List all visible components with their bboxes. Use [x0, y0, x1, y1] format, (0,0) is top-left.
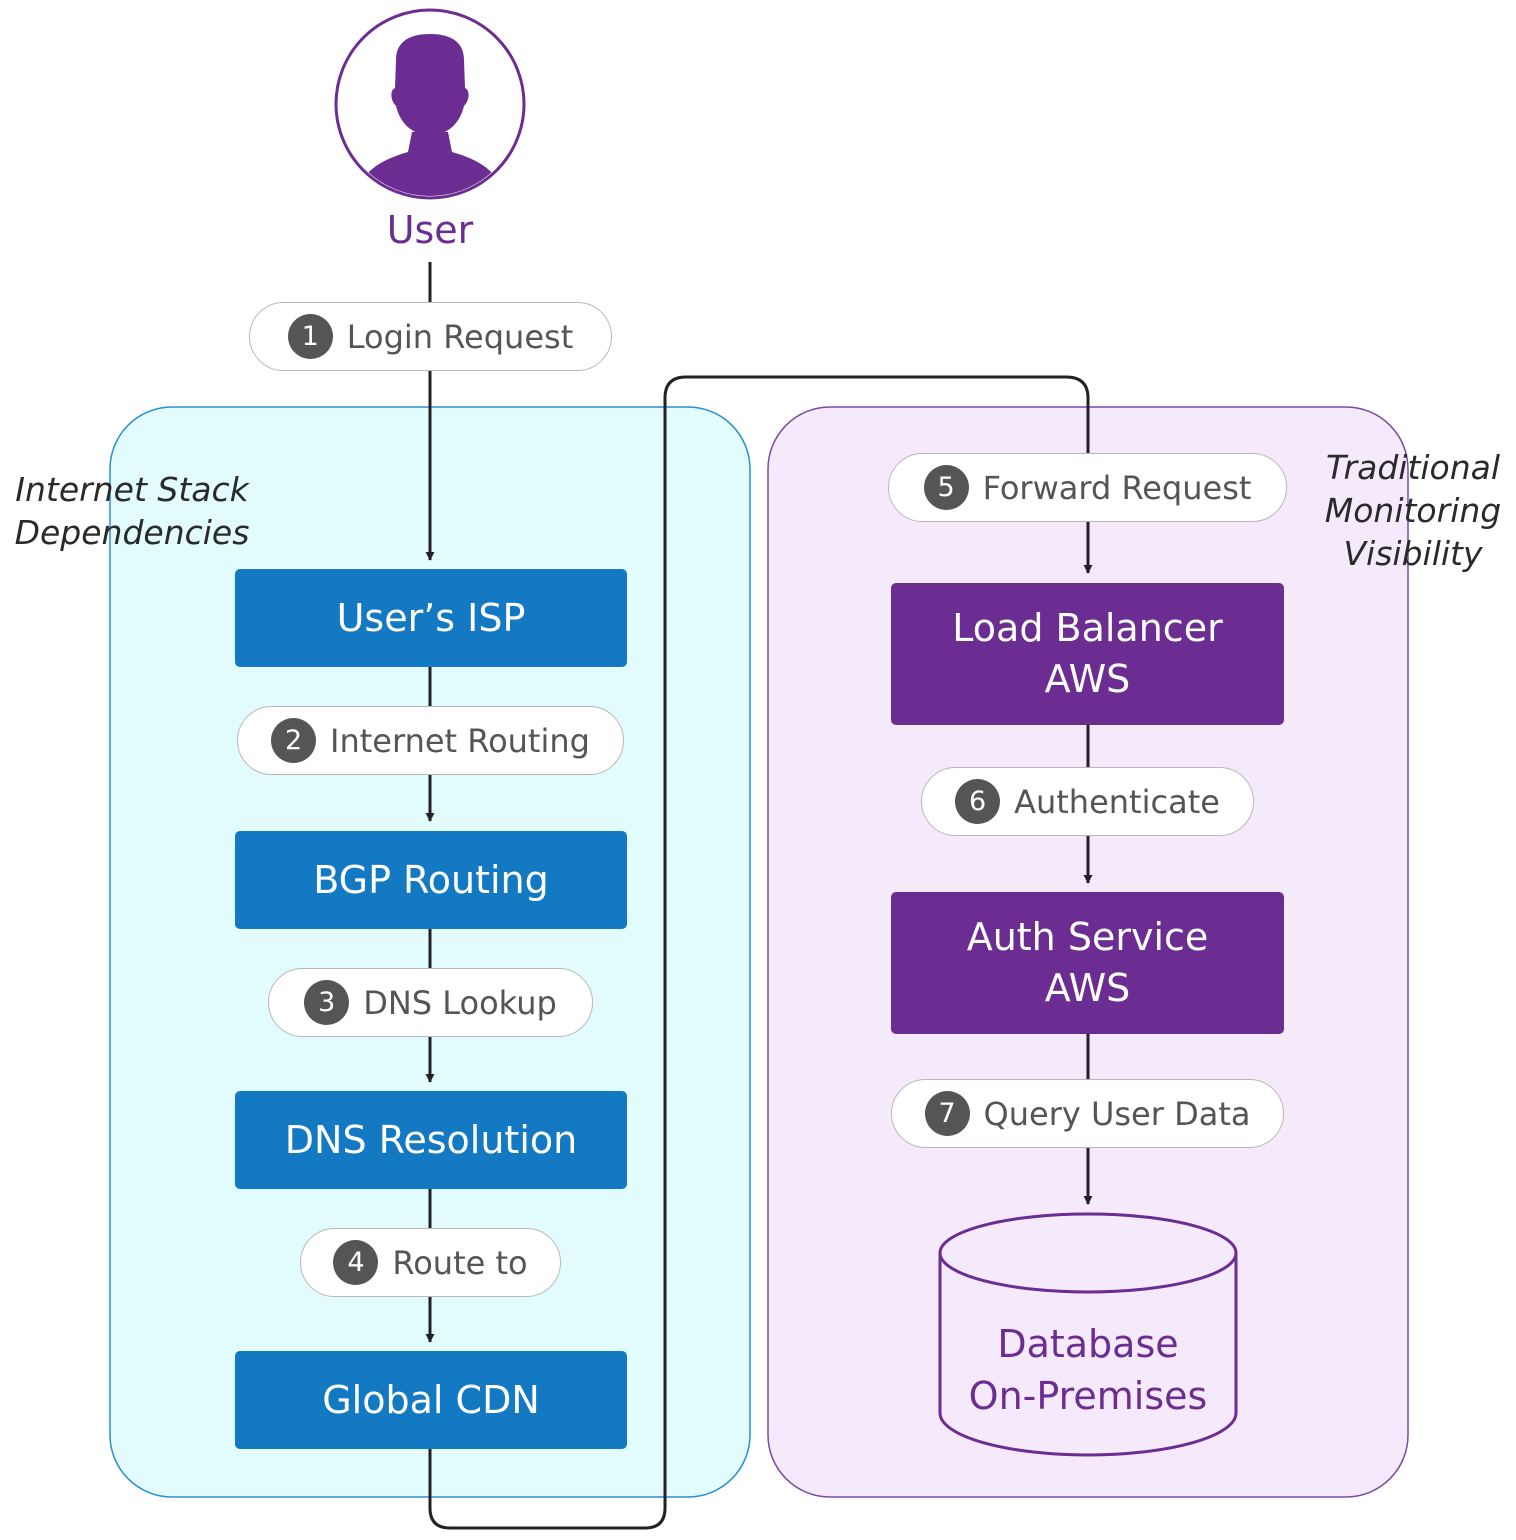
- node-auth-service-aws[interactable]: Auth Service AWS: [891, 892, 1284, 1034]
- step-number-badge: 6: [955, 779, 1001, 824]
- step-7-pill: 7 Query User Data: [891, 1079, 1284, 1148]
- node-label: Load Balancer AWS: [952, 606, 1223, 701]
- step-4-pill: 4 Route to: [300, 1228, 561, 1297]
- step-number-badge: 5: [923, 465, 969, 510]
- node-label: BGP Routing: [313, 857, 549, 902]
- step-label: Internet Routing: [330, 721, 590, 760]
- monitoring-visibility-label: Traditional Monitoring Visibility: [1324, 448, 1502, 573]
- step-label: DNS Lookup: [363, 983, 557, 1022]
- step-label: Authenticate: [1014, 782, 1220, 821]
- node-load-balancer-aws[interactable]: Load Balancer AWS: [891, 583, 1284, 725]
- step-label: Route to: [392, 1243, 528, 1282]
- step-3-pill: 3 DNS Lookup: [268, 968, 593, 1037]
- node-label: Global CDN: [322, 1377, 540, 1422]
- step-label: Login Request: [346, 317, 574, 356]
- internet-stack-label: Internet Stack Dependencies: [14, 470, 250, 552]
- node-users-isp[interactable]: User’s ISP: [235, 569, 627, 667]
- database-cylinder-icon: [938, 1212, 1238, 1457]
- step-label: Query User Data: [983, 1094, 1251, 1133]
- step-number-badge: 2: [271, 718, 317, 763]
- user-label: User: [386, 208, 474, 252]
- step-label: Forward Request: [982, 468, 1252, 507]
- node-bgp-routing[interactable]: BGP Routing: [235, 831, 627, 929]
- step-number-badge: 3: [304, 980, 350, 1025]
- node-label: Auth Service AWS: [966, 915, 1209, 1010]
- node-dns-resolution[interactable]: DNS Resolution: [235, 1091, 627, 1189]
- node-global-cdn[interactable]: Global CDN: [235, 1351, 627, 1449]
- step-5-pill: 5 Forward Request: [888, 453, 1287, 522]
- user-silhouette-icon: [334, 8, 526, 200]
- node-label: DNS Resolution: [284, 1117, 578, 1162]
- step-6-pill: 6 Authenticate: [921, 767, 1254, 836]
- connector-lines: [425, 262, 1093, 1530]
- node-database-on-premises[interactable]: Database On-Premises: [968, 1322, 1208, 1418]
- step-number-badge: 7: [924, 1091, 970, 1136]
- step-2-pill: 2 Internet Routing: [237, 706, 624, 775]
- step-1-pill: 1 Login Request: [249, 302, 612, 371]
- step-number-badge: 4: [333, 1240, 379, 1285]
- node-label: User’s ISP: [336, 595, 526, 640]
- step-number-badge: 1: [287, 314, 333, 359]
